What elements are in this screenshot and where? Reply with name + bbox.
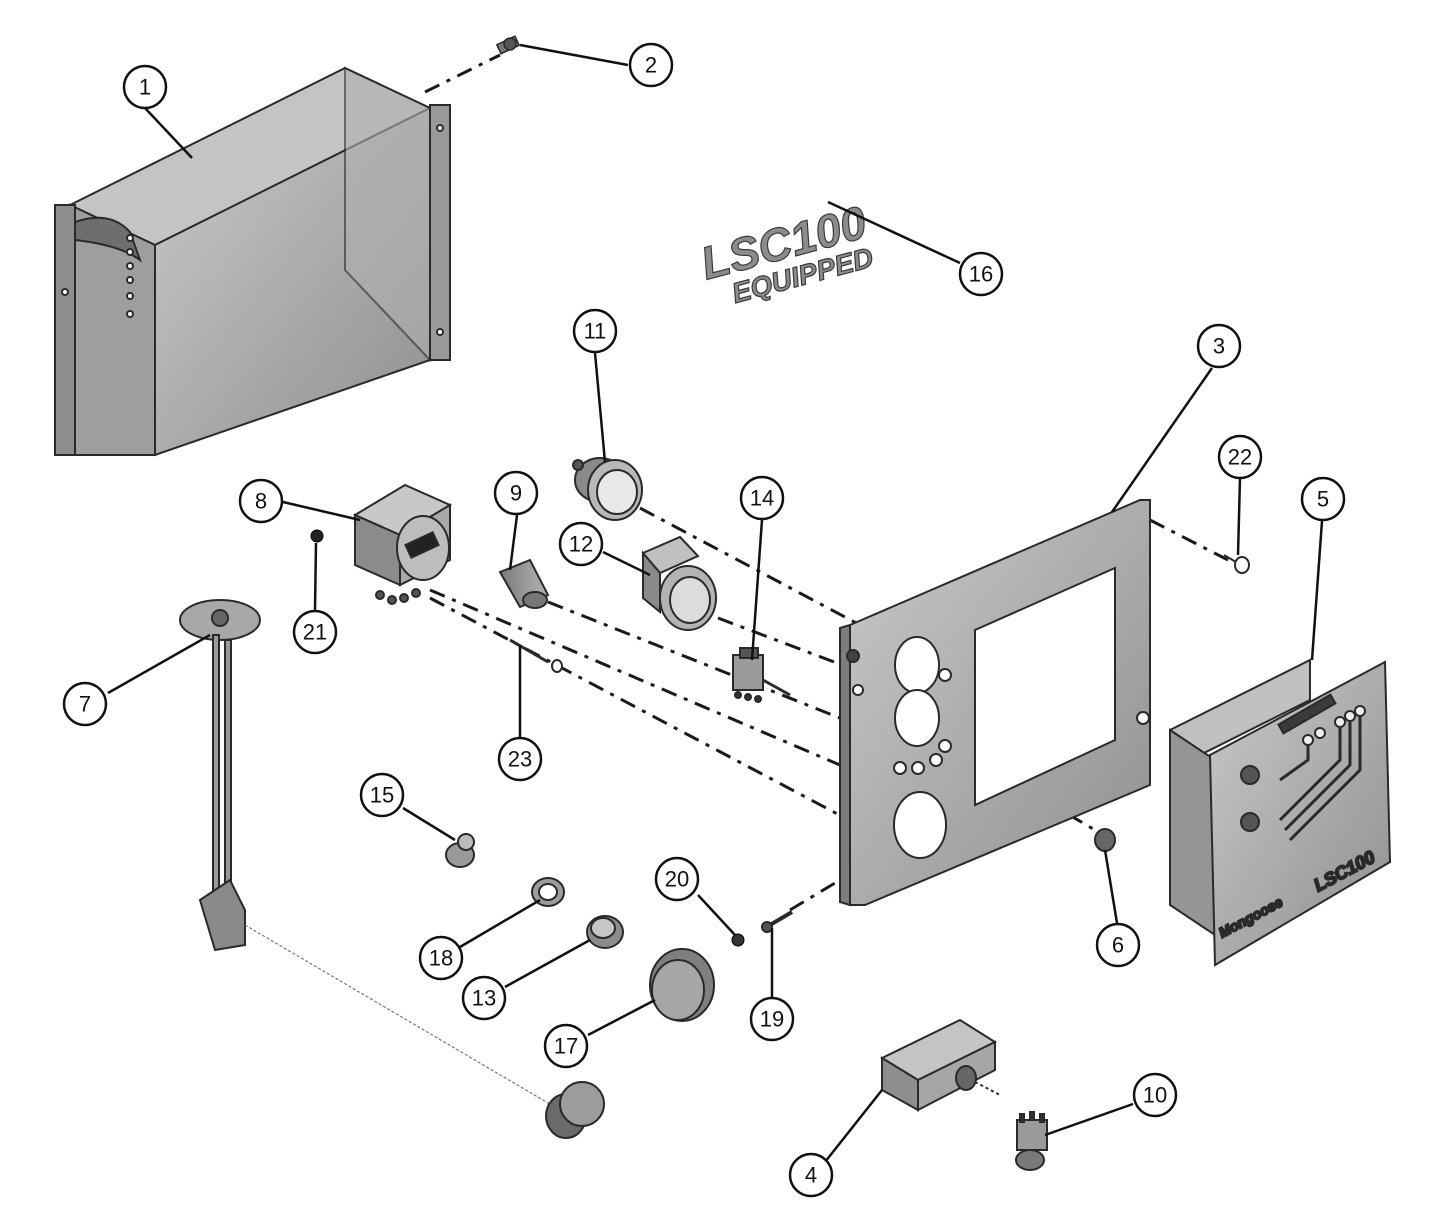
callout-11: 11 — [572, 308, 618, 354]
part-grommet-18 — [531, 877, 565, 907]
callout-12-label: 12 — [569, 532, 593, 557]
callout-8: 8 — [238, 478, 284, 524]
callout-20: 20 — [654, 856, 700, 902]
callout-5: 5 — [1300, 476, 1346, 522]
callout-5-label: 5 — [1317, 487, 1329, 512]
callout-16-label: 16 — [969, 262, 993, 287]
callout-2: 2 — [628, 42, 674, 88]
callouts: 1 2 3 4 5 6 7 8 9 10 11 12 13 14 15 16 1… — [62, 42, 1346, 1198]
callout-16: 16 — [958, 251, 1004, 297]
part-relay-box — [879, 1018, 1001, 1112]
callout-7: 7 — [62, 681, 108, 727]
callout-10-label: 10 — [1143, 1083, 1167, 1108]
callout-20-label: 20 — [665, 867, 689, 892]
part-gauge-12 — [641, 535, 717, 631]
part-enclosure-bracket — [54, 66, 451, 457]
part-clip — [445, 833, 475, 868]
callout-15-label: 15 — [370, 783, 394, 808]
callout-12: 12 — [558, 521, 604, 567]
callout-4: 4 — [788, 1152, 834, 1198]
callout-8-label: 8 — [255, 489, 267, 514]
callout-23: 23 — [497, 736, 543, 782]
part-nut-21 — [310, 529, 324, 543]
callout-19: 19 — [749, 996, 795, 1042]
part-screw-2 — [495, 35, 521, 55]
part-control-panel: LSC100 Mongoose — [1169, 658, 1392, 967]
part-level-sensor — [179, 599, 605, 1139]
callout-13-label: 13 — [472, 986, 496, 1011]
callout-22: 22 — [1217, 434, 1263, 480]
part-gauge-11 — [572, 457, 643, 521]
callout-14-label: 14 — [750, 486, 774, 511]
assembly-lines — [424, 53, 1229, 912]
callout-9-label: 9 — [510, 481, 522, 506]
callout-15: 15 — [359, 772, 405, 818]
part-sender-10 — [1015, 1111, 1048, 1171]
part-switch — [732, 647, 791, 703]
part-mounting-plate — [839, 499, 1151, 907]
callout-3-label: 3 — [1213, 334, 1225, 359]
callout-21-label: 21 — [303, 620, 327, 645]
part-screw-22 — [1223, 554, 1250, 574]
callout-6: 6 — [1095, 922, 1141, 968]
callout-18-label: 18 — [429, 946, 453, 971]
callout-13: 13 — [461, 975, 507, 1021]
callout-3: 3 — [1196, 323, 1242, 369]
callout-23-label: 23 — [508, 747, 532, 772]
callout-1-label: 1 — [139, 75, 151, 100]
callout-21: 21 — [292, 609, 338, 655]
callout-22-label: 22 — [1228, 445, 1252, 470]
callout-4-label: 4 — [805, 1163, 817, 1188]
callout-11-label: 11 — [584, 319, 607, 344]
part-plug-13 — [586, 915, 624, 949]
callout-7-label: 7 — [79, 692, 91, 717]
part-nut-20 — [731, 933, 745, 947]
part-buzzer — [498, 558, 550, 609]
callout-9: 9 — [493, 470, 539, 516]
part-screw-19 — [761, 910, 794, 933]
part-cover-17 — [649, 948, 715, 1022]
callout-19-label: 19 — [760, 1007, 784, 1032]
part-screw-23 — [509, 638, 563, 673]
callout-6-label: 6 — [1112, 933, 1124, 958]
callout-10: 10 — [1132, 1072, 1178, 1118]
callout-17-label: 17 — [554, 1034, 578, 1059]
callout-18: 18 — [418, 935, 464, 981]
part-level-controller — [352, 483, 453, 605]
callout-17: 17 — [543, 1023, 589, 1069]
callout-14: 14 — [739, 475, 785, 521]
leader-lines — [107, 43, 1324, 1163]
callout-2-label: 2 — [645, 53, 657, 78]
part-grommet-6 — [1094, 828, 1116, 852]
callout-1: 1 — [122, 64, 168, 110]
